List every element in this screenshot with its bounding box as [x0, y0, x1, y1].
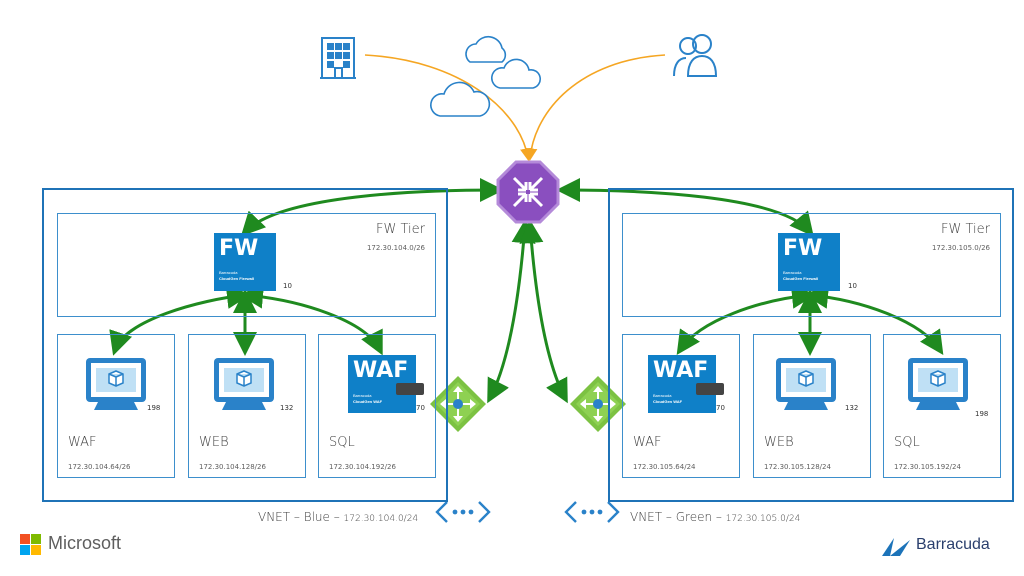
vm-number: 132: [845, 404, 859, 412]
vnet-blue: [42, 188, 448, 502]
barracuda-logo-text: Barracuda: [916, 536, 990, 553]
waf-brand: Barracuda: [353, 393, 372, 398]
vm-number: 132: [280, 404, 294, 412]
subnet-title: WAF: [633, 435, 662, 450]
fw-appliance[interactable]: FW Barracuda CloudGen Firewall: [778, 233, 840, 291]
cloud-badge-icon: [396, 383, 424, 395]
vnet-name: VNET – Blue –: [258, 510, 344, 524]
vnet-peering-icon: [564, 501, 620, 523]
router-icon: [496, 160, 560, 224]
vm-number: 198: [975, 410, 989, 418]
users-icon: [673, 34, 718, 77]
waf-brand: Barracuda: [653, 393, 672, 398]
subnet-web-blue: WEB 172.30.104.128/26: [188, 334, 306, 478]
microsoft-logo-text: Microsoft: [48, 533, 122, 553]
tier-subnet: 172.30.104.0/26: [366, 244, 425, 252]
fw-brand: Barracuda: [783, 270, 802, 275]
subnet-title: WEB: [764, 435, 794, 450]
fw-number: 10: [848, 282, 857, 290]
subnet-cidr: 172.30.104.64/26: [68, 463, 131, 471]
subnet-title: SQL: [329, 435, 355, 450]
subnet-waf-blue: WAF 172.30.104.64/26: [57, 334, 175, 478]
building-link: [364, 54, 533, 162]
subnet-web-green: WEB 172.30.105.128/24: [753, 334, 871, 478]
connections: [109, 178, 944, 404]
waf-label: WAF: [653, 358, 709, 383]
cloud-badge-icon: [696, 383, 724, 395]
fw-brand: Barracuda: [219, 270, 238, 275]
vnet-cidr: 172.30.104.0/24: [343, 514, 419, 524]
waf-product: CloudGen WAF: [653, 399, 683, 404]
vnet-peering-icon: [435, 501, 491, 523]
waf-number: 70: [416, 404, 425, 412]
fw-tier-blue: FW Tier 172.30.104.0/26: [57, 213, 436, 317]
subnet-cidr: 172.30.104.192/26: [329, 463, 396, 471]
subnet-sql-blue: SQL 172.30.104.192/26: [318, 334, 436, 478]
subnet-cidr: 172.30.104.128/26: [199, 463, 266, 471]
waf-appliance[interactable]: WAF Barracuda CloudGen WAF: [348, 355, 424, 413]
fw-product: CloudGen Firewall: [219, 276, 255, 281]
vnet-blue-label: VNET – Blue – 172.30.104.0/24: [258, 510, 418, 524]
subnet-title: WAF: [68, 435, 97, 450]
tier-subnet: 172.30.105.0/26: [931, 244, 990, 252]
vnet-name: VNET – Green –: [630, 510, 726, 524]
subnet-title: WEB: [199, 435, 229, 450]
cloud-icon: [430, 35, 542, 117]
vnet-green-label: VNET – Green – 172.30.105.0/24: [630, 510, 800, 524]
fw-product: CloudGen Firewall: [783, 276, 819, 281]
fw-appliance[interactable]: FW Barracuda CloudGen Firewall: [214, 233, 276, 291]
tier-title: FW Tier: [941, 222, 990, 237]
vnet-green: [608, 188, 1014, 502]
subnet-cidr: 172.30.105.64/24: [633, 463, 696, 471]
subnet-title: SQL: [894, 435, 920, 450]
waf-label: WAF: [353, 358, 409, 383]
fw-label: FW: [219, 236, 259, 261]
building-icon: [320, 37, 356, 79]
subnet-sql-green: SQL 172.30.105.192/24: [883, 334, 1001, 478]
barracuda-logo-icon: [882, 538, 910, 556]
waf-number: 70: [716, 404, 725, 412]
fw-tier-green: FW Tier 172.30.105.0/26: [622, 213, 1001, 317]
vnet-cidr: 172.30.105.0/24: [725, 514, 801, 524]
microsoft-logo-icon: [20, 534, 42, 556]
subnet-waf-green: WAF 172.30.105.64/24: [622, 334, 740, 478]
waf-product: CloudGen WAF: [353, 399, 383, 404]
users-link: [524, 54, 666, 162]
fw-label: FW: [783, 236, 823, 261]
subnet-cidr: 172.30.105.128/24: [764, 463, 831, 471]
vm-number: 198: [147, 404, 161, 412]
tier-title: FW Tier: [376, 222, 425, 237]
subnet-cidr: 172.30.105.192/24: [894, 463, 961, 471]
waf-appliance[interactable]: WAF Barracuda CloudGen WAF: [648, 355, 724, 413]
fw-number: 10: [283, 282, 292, 290]
